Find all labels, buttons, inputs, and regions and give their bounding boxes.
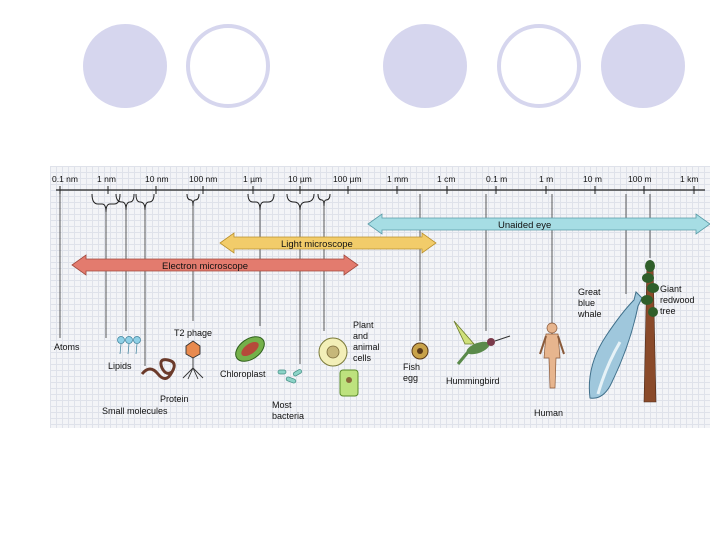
- tick-label: 10 nm: [145, 174, 169, 184]
- whale-icon: [588, 291, 643, 399]
- label-protein: Protein: [160, 394, 189, 404]
- decor-circle-1: [83, 24, 167, 108]
- tick-label: 1 cm: [437, 174, 455, 184]
- label-fish-egg: Fish: [403, 362, 420, 372]
- label-redwood: tree: [660, 306, 676, 316]
- tick-label: 1 km: [680, 174, 698, 184]
- plant-animal-cells-icon: [318, 337, 359, 397]
- fish-egg-icon: [411, 342, 429, 360]
- decor-circle-5: [601, 24, 685, 108]
- label-whale: whale: [577, 309, 602, 319]
- light-microscope-band: Light microscope: [219, 232, 437, 254]
- size-scale-figure: 0.1 nm 1 nm 10 nm 100 nm 1 µm 10 µm 100 …: [50, 166, 711, 428]
- human-icon: [539, 322, 565, 389]
- tick-label: 100 µm: [333, 174, 362, 184]
- tick-label: 1 mm: [387, 174, 408, 184]
- label-human: Human: [534, 408, 563, 418]
- tick-label: 100 nm: [189, 174, 217, 184]
- label-plant-animal-cells: and: [353, 331, 368, 341]
- label-t2-phage: T2 phage: [174, 328, 212, 338]
- label-chloroplast: Chloroplast: [220, 369, 266, 379]
- redwood-icon: [641, 260, 659, 403]
- lipids-icon: [117, 336, 141, 355]
- label-whale: blue: [578, 298, 595, 308]
- label-lipids: Lipids: [108, 361, 132, 371]
- unaided-eye-label: Unaided eye: [498, 220, 551, 231]
- label-redwood: Giant: [660, 284, 682, 294]
- tick-label: 0.1 nm: [52, 174, 78, 184]
- bacteria-icon: [277, 369, 302, 384]
- label-plant-animal-cells: animal: [353, 342, 380, 352]
- tick-label: 0.1 m: [486, 174, 507, 184]
- label-hummingbird: Hummingbird: [446, 376, 500, 386]
- t2-phage-icon: [182, 340, 204, 380]
- hummingbird-icon: [453, 320, 511, 365]
- label-redwood: redwood: [660, 295, 695, 305]
- tick-label: 10 m: [583, 174, 602, 184]
- tick-label: 1 µm: [243, 174, 262, 184]
- decor-circle-3: [383, 24, 467, 108]
- electron-microscope-band: Electron microscope: [71, 254, 359, 276]
- electron-microscope-label: Electron microscope: [162, 261, 248, 272]
- label-plant-animal-cells: Plant: [353, 320, 374, 330]
- tick-label: 10 µm: [288, 174, 312, 184]
- label-whale: Great: [578, 287, 601, 297]
- label-most-bacteria: Most: [272, 400, 292, 410]
- tick-label: 1 nm: [97, 174, 116, 184]
- label-atoms: Atoms: [54, 342, 80, 352]
- label-fish-egg: egg: [403, 373, 418, 383]
- protein-icon: [140, 358, 176, 380]
- decor-circle-4: [497, 24, 581, 108]
- size-scale-diagram: 0.1 nm 1 nm 10 nm 100 nm 1 µm 10 µm 100 …: [52, 174, 711, 421]
- label-small-molecules: Small molecules: [102, 406, 168, 416]
- chloroplast-icon: [235, 336, 265, 362]
- tick-label: 100 m: [628, 174, 652, 184]
- tick-label: 1 m: [539, 174, 553, 184]
- label-plant-animal-cells: cells: [353, 353, 372, 363]
- unaided-eye-band: Unaided eye: [367, 213, 711, 235]
- label-most-bacteria: bacteria: [272, 411, 304, 421]
- decor-circle-2: [186, 24, 270, 108]
- light-microscope-label: Light microscope: [281, 239, 353, 250]
